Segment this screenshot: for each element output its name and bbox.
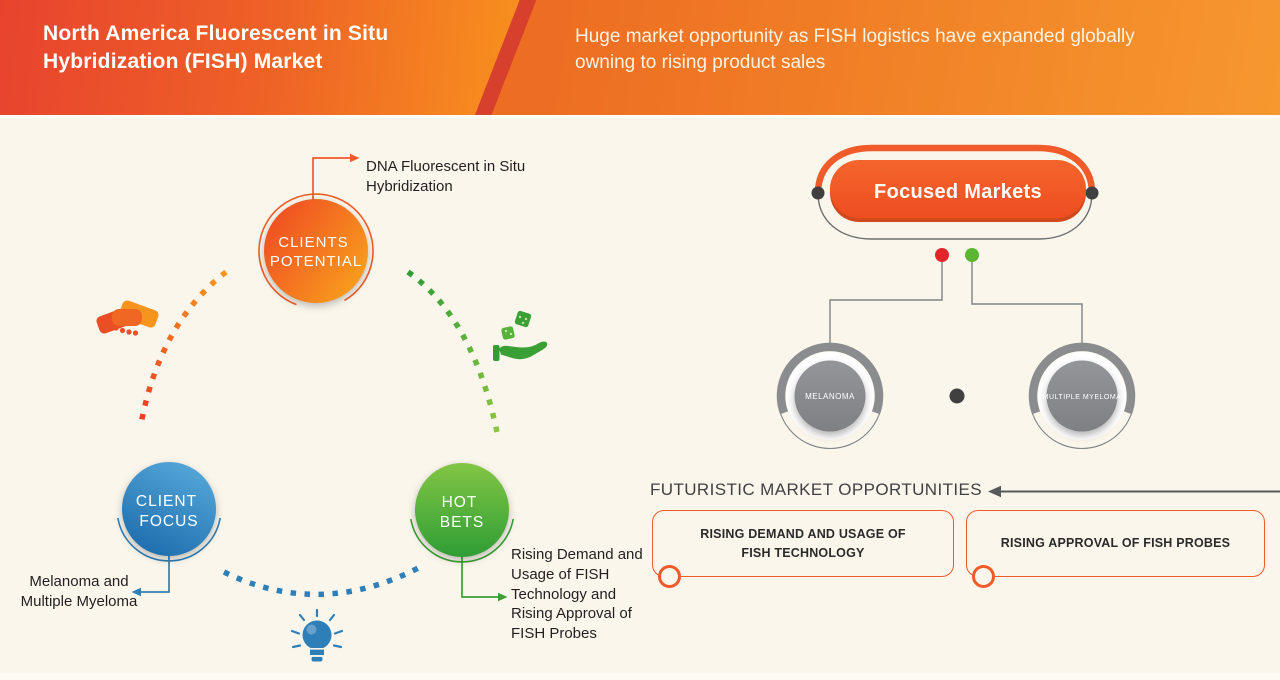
futuristic-heading: FUTURISTIC MARKET OPPORTUNITIES <box>650 480 982 499</box>
pill-top-arc <box>814 144 1096 197</box>
focused-markets-title: Focused Markets <box>874 181 1042 203</box>
branch-dot-green <box>965 248 979 262</box>
opportunity-box-2: RISING APPROVAL OF FISH PROBES <box>966 510 1265 588</box>
svg-text:CLIENT FOCUS: CLIENT FOCUS <box>136 493 202 530</box>
center-dot <box>949 388 965 404</box>
focused-markets-pill: Focused Markets <box>830 160 1086 222</box>
annotation-clients-potential: DNA Fluorescent in Situ Hybridization <box>366 158 526 195</box>
opportunity-box-1-label: RISING DEMAND AND USAGE OF FISH TECHNOLO… <box>700 526 906 560</box>
node-label-line: CLIENT <box>136 493 197 510</box>
pill-left-dot <box>811 186 825 200</box>
opportunity-box-marker <box>972 565 995 588</box>
pill-bottom-arc <box>817 192 1093 240</box>
connector-client-focus <box>141 556 170 593</box>
market-label: MELANOMA <box>805 392 855 401</box>
node-hot-bets: HOT BETS <box>410 463 514 602</box>
connector-melanoma <box>829 262 943 344</box>
market-label: MULTIPLE MYELOMA <box>1043 394 1122 401</box>
connector-multiple-myeloma <box>971 262 1083 344</box>
dotted-arc-orange <box>138 269 228 425</box>
svg-text:CLIENTS POTENTIAL: CLIENTS POTENTIAL <box>270 234 362 270</box>
opportunity-box-1: RISING DEMAND AND USAGE OF FISH TECHNOLO… <box>652 510 954 588</box>
decorative-arc <box>410 518 514 563</box>
handshake-icon <box>96 300 159 336</box>
lightbulb-icon <box>290 608 344 662</box>
branch-dot-red <box>935 248 949 262</box>
focused-markets-diagram: Focused Markets MELANOMA MULTIPLE MYELOM… <box>776 144 1280 498</box>
arrowhead-right <box>498 592 508 602</box>
arrowhead-right <box>350 153 360 163</box>
banner-right-panel <box>491 0 1280 115</box>
decorative-arc <box>117 517 221 562</box>
decorative-arc <box>258 193 374 306</box>
cycle-diagram: CLIENTS POTENTIAL CLIENT FOCUS HOT BETS <box>96 153 548 662</box>
svg-text:HOT BETS: HOT BETS <box>440 494 484 531</box>
page-subtitle: Huge market opportunity as FISH logistic… <box>575 26 1135 73</box>
node-label-line: CLIENTS <box>278 234 348 251</box>
header-banner: North America Fluorescent in Situ Hybrid… <box>0 0 1280 118</box>
arrowhead-left <box>988 485 1001 498</box>
annotation-client-focus: Melanoma and Multiple Myeloma <box>20 573 138 610</box>
node-label-line: FOCUS <box>139 513 198 530</box>
market-circle-multiple-myeloma: MULTIPLE MYELOMA <box>1028 342 1136 450</box>
bottom-strip <box>0 673 1280 680</box>
node-clients-potential: CLIENTS POTENTIAL <box>258 153 374 306</box>
connector-clients-potential <box>312 157 350 200</box>
annotation-hot-bets: Rising Demand and Usage of FISH Technolo… <box>511 546 643 643</box>
connector-hot-bets <box>461 557 498 598</box>
dotted-arc-blue <box>222 562 426 598</box>
futuristic-arrow <box>988 485 1280 498</box>
pill-right-dot <box>1085 186 1099 200</box>
opportunity-box-2-label: RISING APPROVAL OF FISH PROBES <box>1000 536 1231 551</box>
arrowhead-left <box>131 587 141 597</box>
market-circle-melanoma: MELANOMA <box>776 342 884 450</box>
node-label-line: POTENTIAL <box>270 253 362 270</box>
opportunity-box-marker <box>658 565 681 588</box>
dotted-arc-green <box>406 269 500 433</box>
node-label-line: BETS <box>440 514 484 531</box>
page-title: North America Fluorescent in Situ Hybrid… <box>43 22 389 73</box>
dice-in-hand-icon <box>493 310 548 361</box>
node-client-focus: CLIENT FOCUS <box>117 462 221 597</box>
node-label-line: HOT <box>442 494 477 511</box>
